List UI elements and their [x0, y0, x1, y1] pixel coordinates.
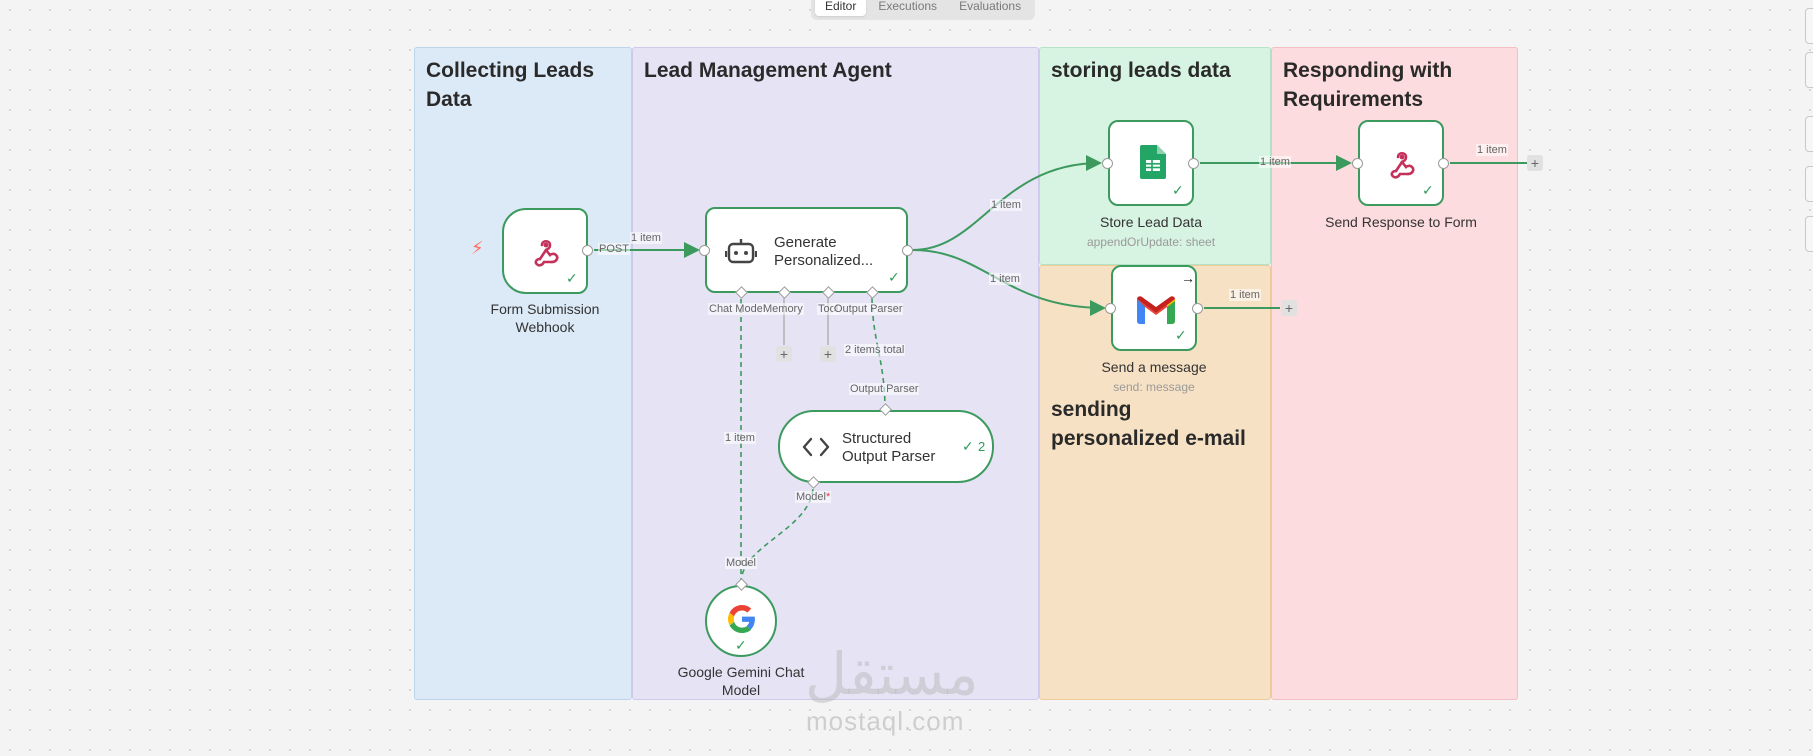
- sticky-lead-agent[interactable]: Lead Management Agent: [632, 47, 1039, 700]
- tab-executions[interactable]: Executions: [878, 0, 938, 13]
- add-node-button[interactable]: +: [1281, 300, 1297, 316]
- success-check-icon: ✓: [566, 270, 578, 286]
- sticky-title: Responding with Requirements: [1283, 59, 1453, 111]
- webhook-icon: [534, 239, 559, 267]
- edge-label-items: 1 item: [630, 232, 662, 244]
- google-icon: [728, 605, 755, 633]
- edge-label-items: 1 item: [1259, 156, 1291, 168]
- node-send-response-to-form[interactable]: ✓: [1358, 120, 1444, 206]
- sticky-storing-leads[interactable]: storing leads data: [1039, 47, 1271, 265]
- add-node-button[interactable]: +: [1527, 155, 1543, 171]
- node-label: Form Submission Webhook: [490, 301, 600, 335]
- success-check-icon: ✓: [962, 438, 974, 454]
- sticky-title: Lead Management Agent: [644, 59, 892, 82]
- output-handle[interactable]: [902, 245, 913, 256]
- input-handle[interactable]: [1352, 158, 1363, 169]
- sticky-title: sending personalized e-mail: [1051, 398, 1246, 450]
- input-handle[interactable]: [1105, 303, 1116, 314]
- output-handle[interactable]: [1192, 303, 1203, 314]
- node-subtitle: appendOrUpdate: sheet: [1086, 235, 1216, 249]
- gmail-icon: [1137, 296, 1175, 324]
- sticky-collecting-leads[interactable]: Collecting Leads Data: [414, 47, 632, 700]
- node-subtitle: send: message: [1113, 380, 1195, 394]
- port-label-model: Model*: [795, 491, 832, 503]
- success-check-icon: ✓: [735, 637, 747, 653]
- success-check-icon: ✓: [1175, 327, 1187, 343]
- success-check-icon: ✓: [1422, 182, 1434, 198]
- action-arrow-icon: →: [1181, 270, 1195, 286]
- node-send-a-message[interactable]: → ✓: [1111, 265, 1197, 351]
- sticky-title: Collecting Leads Data: [426, 59, 595, 111]
- add-memory-button[interactable]: +: [776, 346, 792, 362]
- port-label-model: Model: [725, 557, 757, 569]
- webhook-icon: [1390, 151, 1415, 179]
- node-title: Structured Output Parser: [842, 430, 936, 465]
- view-tabs: Editor Executions Evaluations: [811, 0, 1036, 20]
- side-toolbar-button[interactable]: [1805, 116, 1813, 152]
- edge-label-items: 1 item: [1476, 144, 1508, 156]
- edge-label-items-total: 2 items total: [844, 344, 906, 356]
- edge-label-post: POST: [598, 243, 630, 255]
- node-label: Send Response to Form: [1325, 214, 1477, 230]
- output-handle[interactable]: [582, 245, 593, 256]
- add-tool-button[interactable]: +: [820, 346, 836, 362]
- node-label: Send a message: [1101, 359, 1207, 375]
- port-label-chat-model: Chat Model: [708, 303, 767, 315]
- port-label-output-parser: Output Parser: [849, 383, 920, 395]
- code-icon: [802, 437, 830, 457]
- edge-label-items: 1 item: [1229, 289, 1261, 301]
- node-generate-personalized[interactable]: Generate Personalized... ✓: [705, 207, 908, 293]
- edge-label-items: 1 item: [990, 199, 1022, 211]
- node-form-submission-webhook[interactable]: ✓: [502, 208, 588, 294]
- output-handle[interactable]: [1438, 158, 1449, 169]
- port-label-memory: Memory: [762, 303, 804, 315]
- node-label: Google Gemini Chat Model: [677, 664, 805, 698]
- node-store-lead-data[interactable]: ✓: [1108, 120, 1194, 206]
- input-handle[interactable]: [699, 245, 710, 256]
- input-handle[interactable]: [1102, 158, 1113, 169]
- output-handle[interactable]: [1188, 158, 1199, 169]
- tab-evaluations[interactable]: Evaluations: [959, 0, 1022, 13]
- success-check-icon: ✓: [888, 269, 900, 285]
- node-google-gemini[interactable]: ✓: [705, 585, 777, 657]
- side-toolbar-button[interactable]: [1805, 216, 1813, 252]
- google-sheets-icon: [1140, 145, 1166, 179]
- node-title: Generate Personalized...: [774, 234, 874, 269]
- node-structured-output-parser[interactable]: Structured Output Parser ✓ 2: [778, 410, 994, 483]
- watermark-latin: mostaql.com: [806, 706, 965, 736]
- success-check-icon: ✓: [1172, 182, 1184, 198]
- robot-icon: [725, 239, 757, 264]
- trigger-bolt-icon: ⚡: [471, 238, 484, 258]
- side-toolbar-button[interactable]: [1805, 166, 1813, 202]
- node-label: Store Lead Data: [1100, 214, 1202, 230]
- watermark-arabic: مستقل: [805, 642, 979, 707]
- side-toolbar-button[interactable]: [1805, 52, 1813, 88]
- edge-label-model-items: 1 item: [724, 432, 756, 444]
- side-toolbar-button[interactable]: [1805, 8, 1813, 44]
- run-count: 2: [978, 439, 986, 454]
- port-label-output-parser: Output Parser: [833, 303, 904, 315]
- edge-label-items: 1 item: [989, 273, 1021, 285]
- sticky-title: storing leads data: [1051, 59, 1231, 82]
- tab-editor[interactable]: Editor: [815, 0, 867, 16]
